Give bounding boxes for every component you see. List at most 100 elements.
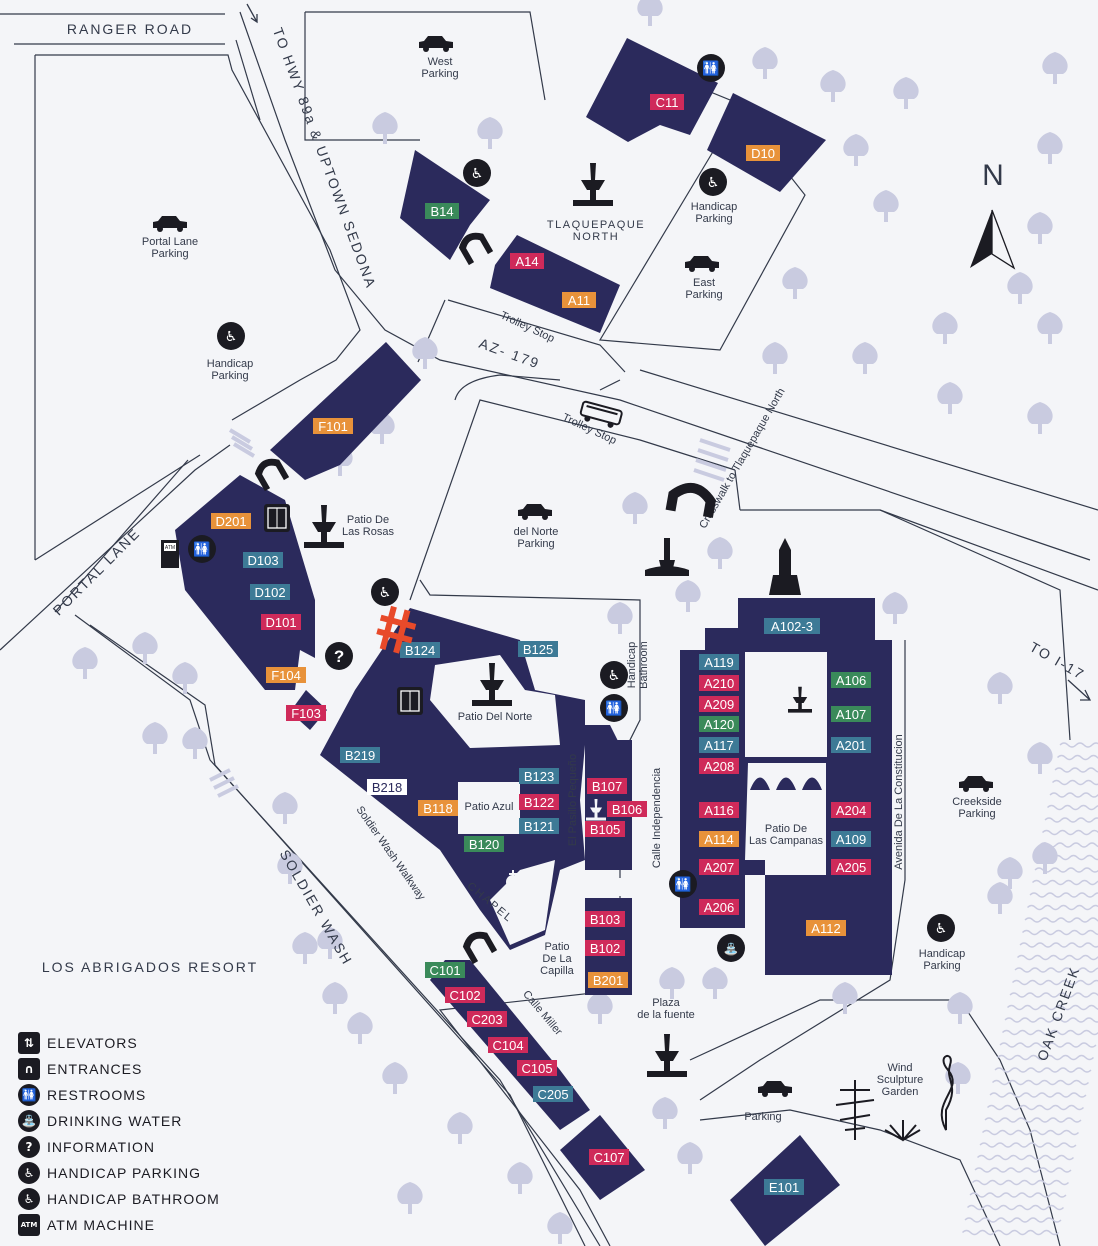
unit-tag-b14[interactable]: B14 <box>425 203 459 219</box>
unit-tag-d101[interactable]: D101 <box>261 614 301 630</box>
creek-wave <box>1057 754 1098 761</box>
handicap-parking-icon: ♿ <box>217 322 245 350</box>
unit-tag-c104[interactable]: C104 <box>488 1037 528 1053</box>
creek-wave <box>1047 804 1098 811</box>
unit-tag-d201[interactable]: D201 <box>211 513 251 529</box>
unit-tag-b105[interactable]: B105 <box>585 821 625 837</box>
unit-tag-a205[interactable]: A205 <box>831 859 871 875</box>
unit-tag-a117[interactable]: A117 <box>699 737 739 753</box>
unit-tag-a14[interactable]: A14 <box>510 253 544 269</box>
information-icon: ? <box>325 642 353 670</box>
unit-label: A119 <box>704 655 733 670</box>
unit-tag-c101[interactable]: C101 <box>425 962 465 978</box>
unit-tag-c203[interactable]: C203 <box>467 1011 507 1027</box>
tree-icon <box>852 342 878 374</box>
unit-tag-d10[interactable]: D10 <box>746 145 780 161</box>
map-label-line: Parking <box>421 68 458 80</box>
tree-icon <box>820 70 846 102</box>
unit-label: B125 <box>523 642 553 657</box>
unit-tag-a210[interactable]: A210 <box>699 675 739 691</box>
unit-tag-b107[interactable]: B107 <box>587 778 627 794</box>
unit-label: B103 <box>590 912 620 927</box>
unit-tag-b121[interactable]: B121 <box>519 818 559 834</box>
handicap-parking-icon: ♿ <box>927 914 955 942</box>
unit-tag-a112[interactable]: A112 <box>806 920 846 936</box>
unit-tag-a107[interactable]: A107 <box>831 706 871 722</box>
unit-tag-a209[interactable]: A209 <box>699 696 739 712</box>
unit-tag-d102[interactable]: D102 <box>250 584 290 600</box>
unit-tag-a116[interactable]: A116 <box>699 802 739 818</box>
legend-item-drinking-water: ⛲ DRINKING WATER <box>18 1108 278 1134</box>
unit-tag-b123[interactable]: B123 <box>519 768 559 784</box>
unit-tag-b120[interactable]: B120 <box>464 836 504 852</box>
unit-tag-c105[interactable]: C105 <box>517 1060 557 1076</box>
unit-tag-c11[interactable]: C11 <box>650 94 684 110</box>
legend-label: ENTRANCES <box>47 1061 143 1077</box>
unit-tag-a206[interactable]: A206 <box>699 899 739 915</box>
handicap-parking-icon: ♿ <box>463 159 491 187</box>
unit-label: D103 <box>247 553 278 568</box>
unit-label: C107 <box>593 1150 624 1165</box>
unit-tag-c102[interactable]: C102 <box>445 987 485 1003</box>
unit-tag-a102-3[interactable]: A102-3 <box>764 618 820 634</box>
tree-icon <box>675 580 701 612</box>
street-label-independencia: Calle Independencia <box>651 767 663 868</box>
unit-tag-a204[interactable]: A204 <box>831 802 871 818</box>
unit-tag-b124[interactable]: B124 <box>400 642 440 658</box>
wind-sculpture-icon <box>835 1055 954 1142</box>
unit-tag-f104[interactable]: F104 <box>266 667 306 683</box>
unit-tag-b219[interactable]: B219 <box>340 747 380 763</box>
unit-tag-e101[interactable]: E101 <box>764 1179 804 1195</box>
tree-icon <box>677 1142 703 1174</box>
bell-tower-icon <box>769 538 801 595</box>
fountain-icon <box>647 1034 687 1077</box>
unit-tag-a106[interactable]: A106 <box>831 672 871 688</box>
unit-tag-a207[interactable]: A207 <box>699 859 739 875</box>
unit-tag-a11[interactable]: A11 <box>562 292 596 308</box>
unit-tag-b103[interactable]: B103 <box>585 911 625 927</box>
tree-icon <box>893 77 919 109</box>
unit-tag-a119[interactable]: A119 <box>699 654 739 670</box>
unit-tag-b218[interactable]: B218 <box>367 779 407 795</box>
tree-icon <box>932 312 958 344</box>
unit-tag-f103[interactable]: F103 <box>286 705 326 721</box>
road-label-portal: PORTAL LANE <box>50 525 144 619</box>
creek-wave <box>1009 992 1098 998</box>
unit-label: B123 <box>524 769 554 784</box>
unit-tag-a208[interactable]: A208 <box>699 758 739 774</box>
unit-tag-d103[interactable]: D103 <box>243 552 283 568</box>
creek-wave <box>1034 867 1098 873</box>
unit-label: B122 <box>524 795 554 810</box>
legend-item-handicap-parking: ♿ HANDICAP PARKING <box>18 1160 278 1186</box>
unit-label: B106 <box>612 802 642 817</box>
unit-tag-a201[interactable]: A201 <box>831 737 871 753</box>
unit-label: A210 <box>704 676 734 691</box>
chapel-cross-icon <box>506 870 520 889</box>
unit-tag-f101[interactable]: F101 <box>313 418 353 434</box>
creek-wave <box>997 1054 1094 1061</box>
unit-tag-b125[interactable]: B125 <box>518 641 558 657</box>
unit-tag-c107[interactable]: C107 <box>589 1149 629 1165</box>
unit-tag-b118[interactable]: B118 <box>418 800 458 816</box>
building-d10 <box>707 93 826 192</box>
unit-tag-b102[interactable]: B102 <box>585 940 625 956</box>
unit-tag-b201[interactable]: B201 <box>588 972 628 988</box>
unit-tag-a120[interactable]: A120 <box>699 716 739 732</box>
building-f101 <box>270 342 421 480</box>
unit-tag-b106[interactable]: B106 <box>607 801 647 817</box>
unit-tag-a114[interactable]: A114 <box>699 831 739 847</box>
tree-icon <box>945 1062 971 1094</box>
unit-tag-c205[interactable]: C205 <box>533 1086 573 1102</box>
creek-wave <box>964 1217 1062 1223</box>
tree-icon <box>382 1062 408 1094</box>
map-legend: ⇅ ELEVATORS ∩ ENTRANCES 🚻 RESTROOMS ⛲ DR… <box>18 1030 278 1238</box>
unit-label: A109 <box>836 832 866 847</box>
unit-label: B219 <box>345 748 375 763</box>
unit-tag-b122[interactable]: B122 <box>519 794 559 810</box>
tree-icon <box>1007 272 1033 304</box>
you-are-here-icon <box>376 605 417 654</box>
restroom-icon: 🚻 <box>669 870 697 898</box>
unit-tag-a109[interactable]: A109 <box>831 831 871 847</box>
